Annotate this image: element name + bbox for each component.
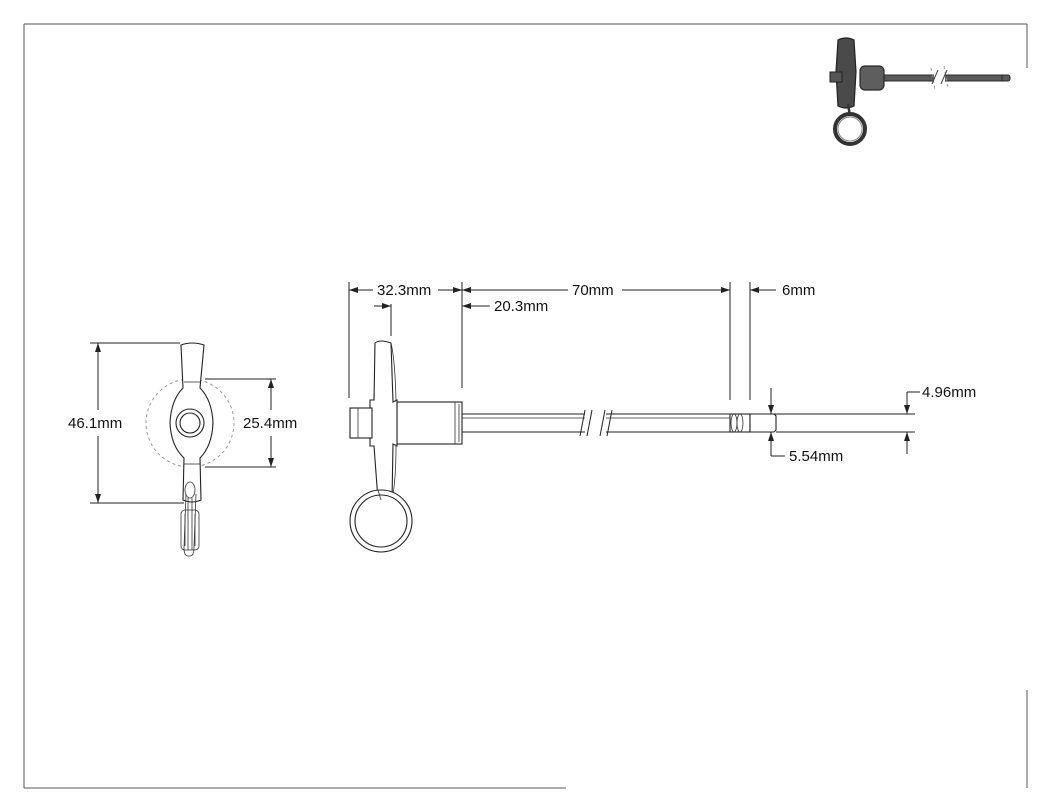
dim-pin-diameter: 4.96mm — [922, 384, 976, 401]
dim-handle-diameter: 25.4mm — [243, 415, 297, 432]
isometric-view — [829, 37, 1011, 146]
sheet-border — [23, 23, 1028, 789]
end-view — [145, 342, 235, 557]
dim-grip-length: 20.3mm — [494, 298, 548, 315]
end-view-dimensions — [90, 342, 276, 504]
dim-tip-length: 6mm — [782, 282, 815, 299]
side-view — [349, 340, 777, 553]
side-view-dimensions — [348, 282, 920, 457]
dim-handle-length: 32.3mm — [377, 282, 431, 299]
dim-ball-diameter: 5.54mm — [789, 448, 843, 465]
dim-height-total: 46.1mm — [68, 415, 122, 432]
dim-pin-length: 70mm — [572, 282, 614, 299]
